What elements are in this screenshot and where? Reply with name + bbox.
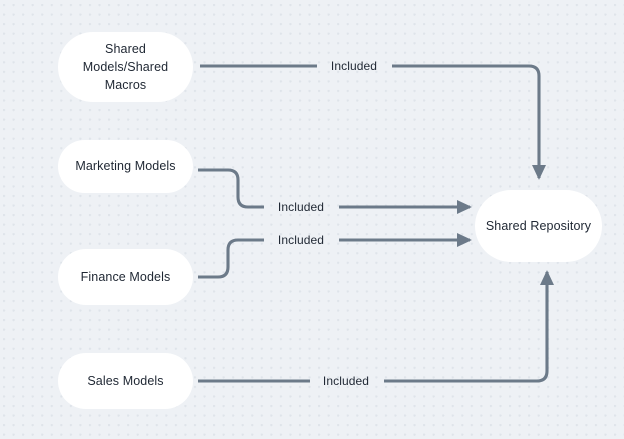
node-label: Finance Models bbox=[80, 269, 171, 284]
node-shared-repository[interactable]: Shared Repository bbox=[475, 190, 602, 262]
edge-label-marketing-to-repo: Included bbox=[277, 200, 325, 214]
edge-label-sales-to-repo: Included bbox=[322, 374, 370, 388]
node-marketing-models[interactable]: Marketing Models bbox=[58, 140, 193, 193]
node-label: Shared Models/Shared Macros bbox=[82, 41, 169, 93]
node-sales-models[interactable]: Sales Models bbox=[58, 353, 193, 409]
node-label: Marketing Models bbox=[75, 159, 176, 174]
edge-path-sales-to-repo-2 bbox=[384, 270, 555, 383]
node-shared-models-shared-macros[interactable]: Shared Models/Shared Macros bbox=[58, 32, 193, 102]
edge-label-finance-to-repo: Included bbox=[277, 233, 325, 247]
edge-path-finance-to-repo bbox=[198, 238, 264, 279]
edge-path-shared-models-to-repo-2 bbox=[392, 64, 547, 180]
node-label: Sales Models bbox=[87, 373, 164, 388]
node-finance-models[interactable]: Finance Models bbox=[58, 249, 193, 305]
edge-label-shared-models-to-repo: Included bbox=[330, 59, 378, 73]
edge-path-marketing-to-repo bbox=[198, 168, 264, 209]
node-label: Shared Repository bbox=[485, 218, 592, 233]
